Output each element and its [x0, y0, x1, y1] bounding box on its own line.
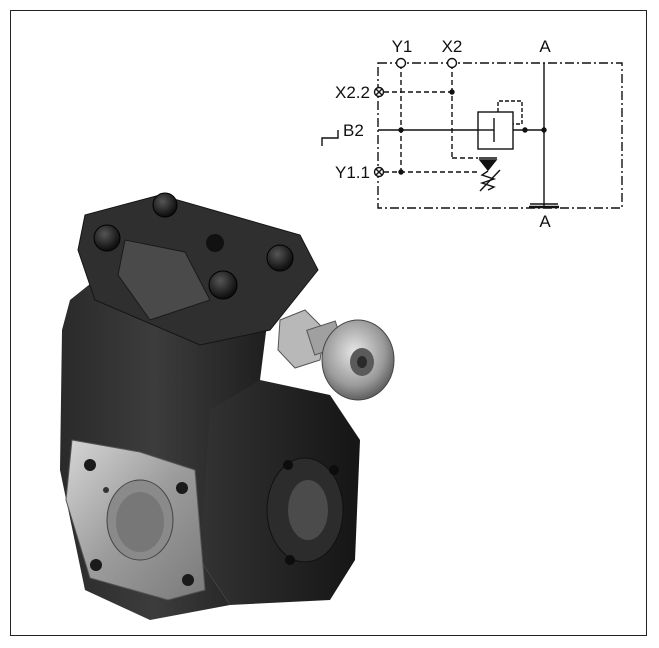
label-y11: Y1.1: [335, 163, 370, 182]
front-port-inner: [116, 492, 164, 552]
lock-nut: [277, 309, 326, 369]
right-port-bore: [288, 480, 328, 540]
valve-pilot-loop: [497, 100, 523, 125]
y11-plug-symbol: [373, 166, 385, 178]
right-port-bolt-hole-2: [329, 465, 339, 475]
flange-bolt-hole-4: [182, 574, 194, 586]
label-b2: B2: [343, 121, 364, 140]
cap-screw: [93, 224, 121, 252]
spring-adjust-arrow: [479, 169, 501, 192]
schematic-enclosure: [377, 62, 623, 209]
cap-screw-3: [266, 244, 294, 272]
x22-plug-symbol: [373, 86, 385, 98]
right-port-bolt-hole: [283, 460, 293, 470]
valve-top-cover: [77, 194, 319, 346]
flange-bolt-hole-2: [176, 482, 188, 494]
check-triangle: [478, 159, 498, 172]
x22-junction-dot: [449, 89, 455, 95]
valve-photo: [60, 192, 395, 620]
flange-bolt-hole-3: [90, 559, 102, 571]
label-a-top: A: [539, 37, 551, 56]
label-y1: Y1: [392, 37, 413, 56]
adjust-knob-hub: [357, 356, 367, 368]
valve-nameplate: [117, 239, 211, 321]
right-port-bolt-hole-3: [285, 555, 295, 565]
b2-tank-symbol: [321, 130, 339, 146]
a-junction-dot: [522, 127, 528, 133]
flange-pin-hole: [103, 487, 109, 493]
x2-port-circle: [446, 57, 458, 69]
b2-junction-dot: [398, 127, 404, 133]
y1-port-circle: [395, 57, 407, 69]
flange-bolt-hole: [84, 459, 96, 471]
cap-screw-2: [152, 192, 178, 218]
label-a-bottom: A: [539, 212, 551, 231]
hydraulic-schematic: [321, 57, 623, 209]
cap-screw-4: [208, 270, 238, 300]
figure-frame: [10, 10, 647, 636]
cover-port: [206, 234, 224, 252]
y11-junction-dot: [398, 169, 404, 175]
label-x2: X2: [442, 37, 463, 56]
valve-spring: [479, 170, 497, 191]
label-x22: X2.2: [335, 83, 370, 102]
